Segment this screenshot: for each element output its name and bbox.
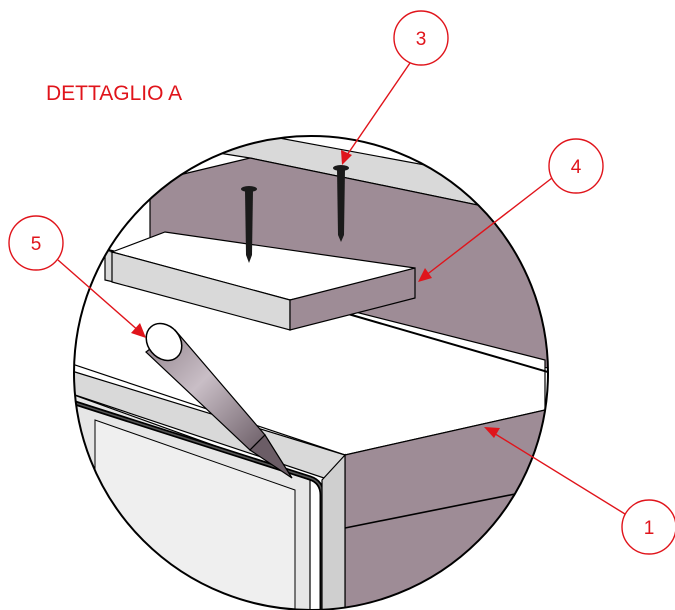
callout-1-label: 1 bbox=[644, 518, 655, 539]
detail-circle bbox=[73, 135, 549, 610]
callout-4: 3 bbox=[341, 10, 449, 165]
back-wall-top-edge bbox=[199, 136, 548, 223]
screw-right bbox=[333, 165, 349, 242]
screw-left bbox=[241, 186, 257, 263]
callout-3-label: 4 bbox=[571, 157, 582, 178]
callout-5: 5 bbox=[8, 215, 146, 338]
callout-4-label: 3 bbox=[416, 29, 427, 50]
callout-5-label: 5 bbox=[31, 234, 42, 255]
detail-title: DETTAGLIO A bbox=[46, 82, 182, 105]
callout-3: 4 bbox=[418, 138, 604, 282]
plank-side-front bbox=[289, 267, 416, 331]
corner-column bbox=[321, 453, 346, 610]
sealant-nozzle bbox=[145, 322, 293, 479]
callout-1: 1 bbox=[484, 427, 675, 555]
